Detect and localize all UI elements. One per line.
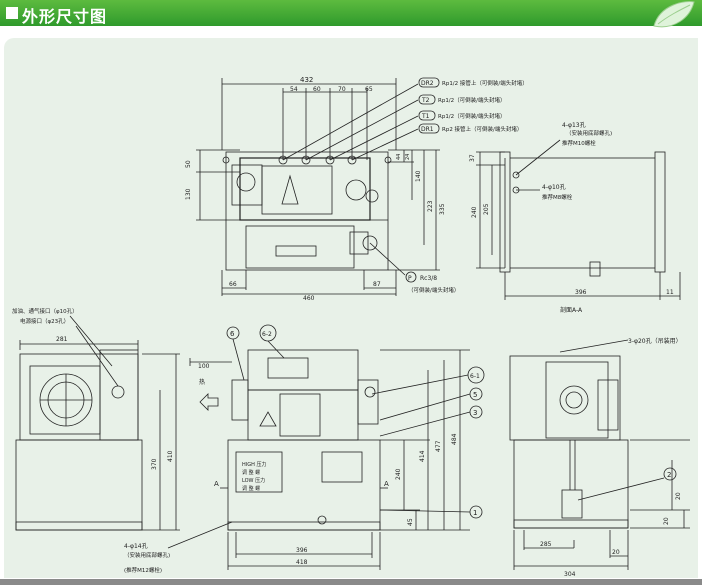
dim-396-aa: 396	[575, 289, 587, 296]
dim-54: 54	[290, 86, 298, 93]
note-4-13-a: （安装用底部螺孔)	[566, 129, 612, 137]
dim-414: 414	[419, 450, 426, 462]
port-t2: T2	[421, 97, 430, 104]
dim-50: 50	[185, 160, 192, 168]
dim-20-bottom: 20	[612, 549, 620, 556]
dim-20b-right: 20	[663, 517, 670, 525]
note-4-14-a: （安装用底部螺孔)	[124, 551, 170, 559]
dim-11: 11	[666, 289, 674, 296]
dim-484: 484	[451, 433, 458, 445]
dim-460: 460	[303, 295, 315, 302]
section-label: 剖面A-A	[560, 306, 583, 314]
note-4-14-b: (推荐M12螺栓)	[124, 566, 162, 574]
port-p-sub: （可倒装/端头封堵）	[408, 286, 459, 294]
dim-418: 418	[296, 559, 308, 566]
port-dr2-text: Rp1/2 接管上（可倒装/端头封堵）	[442, 79, 528, 87]
dim-410: 410	[167, 450, 174, 462]
port-dr1-text: Rp2 接管上（可倒装/端头封堵）	[442, 125, 522, 133]
dim-370: 370	[151, 458, 158, 470]
label-low2: 调 整 螺	[242, 485, 260, 492]
dim-70: 70	[338, 86, 346, 93]
port-p: P	[408, 275, 412, 282]
dim-66: 66	[229, 281, 237, 288]
note-air-inlet: 加油、通气接口（φ10孔）	[12, 307, 78, 315]
port-dr1: DR1	[421, 126, 434, 133]
note-power-inlet: 电源接口（φ23孔）	[20, 317, 69, 325]
note-hot: 热	[199, 378, 205, 386]
dim-100: 100	[198, 363, 210, 370]
label-high2: 调 整 螺	[242, 469, 260, 476]
left-side-view: 281 370 410 加油、通气接口（φ10孔） 电源接口（φ23孔）	[12, 307, 180, 531]
callout-1: 1	[473, 509, 477, 517]
dim-205: 205	[483, 203, 490, 215]
section-header: 外形尺寸图	[0, 0, 702, 26]
port-t1-text: Rp1/2（可倒装/端头封堵）	[438, 112, 506, 120]
section-aa-view: 37 240 205 396 11 剖面A-A 4-φ13孔 （安装用底部螺孔)…	[469, 121, 681, 314]
dim-37: 37	[469, 154, 476, 162]
drawing-panel	[4, 38, 698, 578]
callout-bubbles: 6 6-2 6-1 5 3 1 2	[226, 324, 677, 519]
port-t2-text: Rp1/2（可倒装/端头封堵）	[438, 96, 506, 104]
dim-285: 285	[540, 541, 552, 548]
dim-335: 335	[439, 203, 446, 215]
dim-477: 477	[435, 440, 442, 452]
dim-223: 223	[427, 200, 434, 212]
dim-60: 60	[313, 86, 321, 93]
port-p-text: Rc3/8	[420, 275, 437, 282]
right-side-view: 3-φ20孔（吊装用） 20 20 285 20 304	[509, 337, 690, 578]
dim-24: 24	[405, 154, 411, 160]
dim-240-front: 240	[395, 468, 402, 480]
callout-2: 2	[667, 471, 671, 479]
section-title: 外形尺寸图	[22, 7, 108, 26]
label-high: HIGH 压力	[242, 461, 266, 468]
dim-281: 281	[56, 336, 68, 343]
dim-130: 130	[185, 188, 192, 200]
note-4-10: 4-φ10孔	[542, 183, 566, 191]
callout-5: 5	[473, 391, 477, 399]
dim-432: 432	[300, 76, 313, 84]
callout-3: 3	[473, 409, 477, 417]
port-t1: T1	[421, 113, 430, 120]
dim-304: 304	[564, 571, 576, 578]
note-4-14: 4-φ14孔	[124, 542, 148, 550]
dim-45: 45	[407, 518, 414, 526]
port-labels: DR2 Rp1/2 接管上（可倒装/端头封堵） T2 Rp1/2（可倒装/端头封…	[405, 77, 528, 294]
port-dr2: DR2	[421, 80, 434, 87]
note-3-20: 3-φ20孔（吊装用）	[628, 337, 682, 345]
dim-87: 87	[373, 281, 381, 288]
header-square-icon	[6, 7, 18, 19]
note-4-13: 4-φ13孔	[562, 121, 586, 129]
dim-240: 240	[471, 206, 478, 218]
callout-6: 6	[230, 330, 235, 338]
dim-396-front: 396	[296, 547, 308, 554]
note-4-10-a: 推荐M8螺栓	[542, 193, 573, 201]
dim-20-right: 20	[675, 492, 682, 500]
dim-65: 65	[365, 86, 373, 93]
note-4-13-b: 推荐M10螺栓	[562, 139, 596, 147]
top-view: 432 54 60 70 65	[185, 76, 446, 302]
dim-140: 140	[415, 170, 422, 182]
leaf-icon	[653, 1, 695, 28]
section-mark-a-left: A	[214, 480, 219, 488]
callout-6-2: 6-2	[262, 331, 272, 338]
callout-6-1: 6-1	[470, 373, 480, 380]
section-mark-a-right: A	[384, 480, 389, 488]
label-low: LOW 压力	[242, 477, 265, 484]
bottom-border	[0, 579, 702, 585]
dim-44: 44	[396, 154, 402, 160]
